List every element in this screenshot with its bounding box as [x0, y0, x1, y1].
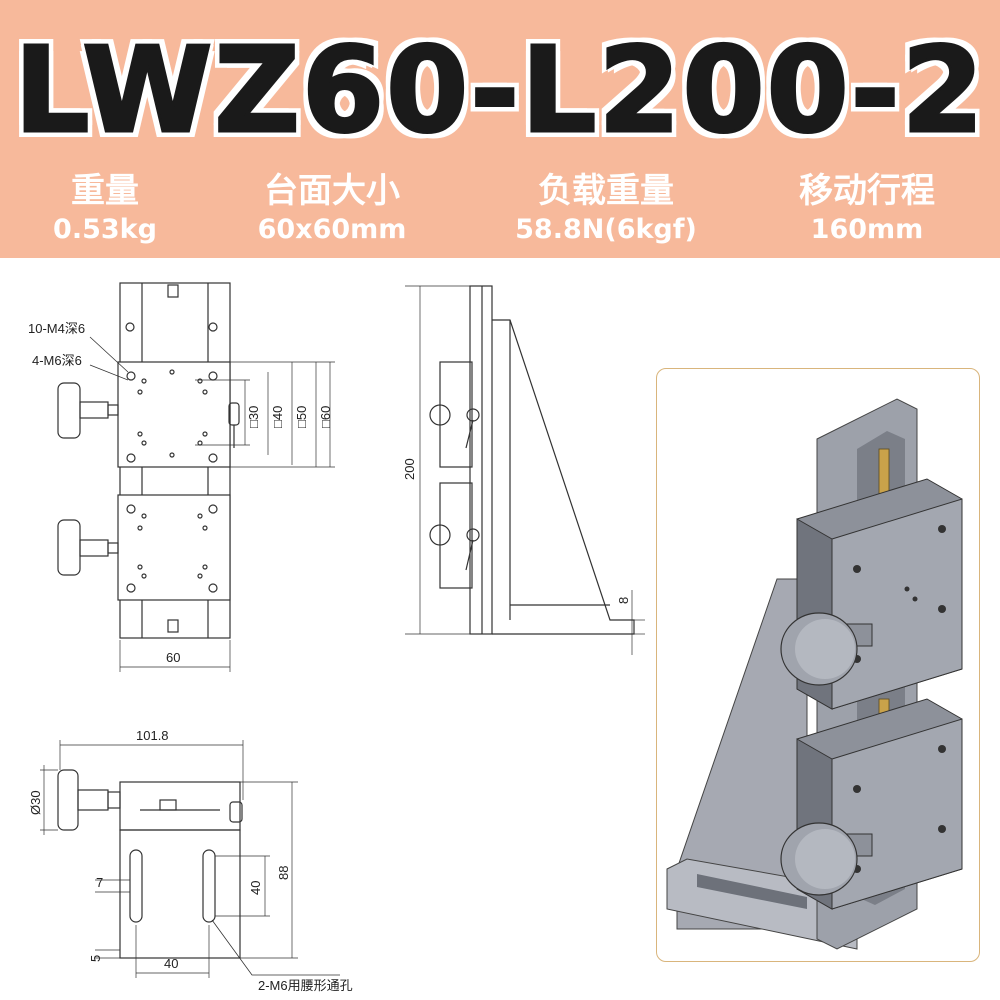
- dim-square-40: □40: [270, 406, 285, 428]
- dim-width-60: 60: [166, 650, 180, 665]
- side-view-drawing: [405, 285, 645, 655]
- spec-weight: 重量 0.53kg: [0, 170, 215, 248]
- spec-table-size-label: 台面大小: [264, 171, 400, 211]
- dim-knob-dia-30: Ø30: [28, 790, 43, 815]
- slot-note: 2-M6用腰形通孔: [258, 978, 353, 993]
- spec-weight-label: 重量: [71, 171, 139, 211]
- top-view-drawing: [57, 282, 335, 672]
- dim-height-88: 88: [276, 866, 291, 880]
- spec-table-size-value: 60x60mm: [257, 214, 407, 245]
- hole-note-m4: 10-M4深6: [28, 321, 85, 336]
- dim-square-50: □50: [294, 406, 309, 428]
- dim-square-30: □30: [246, 406, 261, 428]
- hole-note-m6: 4-M6深6: [32, 353, 82, 368]
- spec-travel: 移动行程 160mm: [757, 170, 977, 248]
- product-render: [666, 398, 963, 950]
- spec-load-value: 58.8N(6kgf): [515, 214, 697, 245]
- spec-travel-value: 160mm: [810, 214, 924, 245]
- spec-travel-label: 移动行程: [799, 171, 935, 211]
- dim-slot-40-h: 40: [164, 956, 178, 971]
- spec-load: 负载重量 58.8N(6kgf): [496, 170, 716, 248]
- model-title: LWZ60-L200-2: [13, 20, 986, 161]
- dim-square-60: □60: [318, 406, 333, 428]
- dim-edge-5: 5: [88, 955, 103, 962]
- spec-weight-value: 0.53kg: [53, 214, 157, 245]
- header-banner: LWZ60-L200-2 重量 0.53kg 台面大小 60x60mm 负载重量…: [0, 0, 1000, 258]
- front-view-drawing: [40, 740, 340, 978]
- dim-slot-width-7: 7: [96, 875, 103, 890]
- spec-load-label: 负载重量: [538, 171, 674, 211]
- product-render-frame: [656, 368, 980, 962]
- dim-height-200: 200: [402, 458, 417, 480]
- dim-slot-40-v: 40: [248, 881, 263, 895]
- spec-table-size: 台面大小 60x60mm: [222, 170, 442, 248]
- dim-base-8: 8: [616, 597, 631, 604]
- dim-length-101-8: 101.8: [136, 728, 169, 743]
